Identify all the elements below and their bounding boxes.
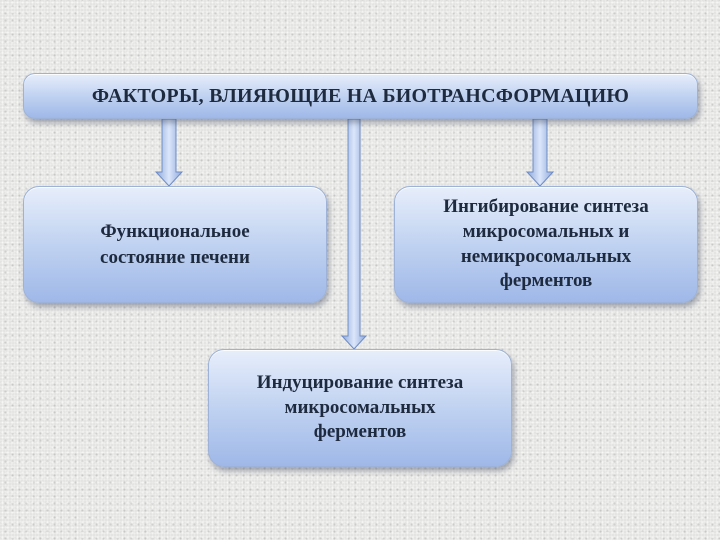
- node-induction-text: Индуцирование синтеза микросомальных фер…: [257, 371, 463, 445]
- node-line: Индуцирование синтеза: [256, 371, 464, 393]
- node-line: микросомальных и: [462, 220, 630, 242]
- node-liver-function-text: Функциональное состояние печени: [100, 219, 250, 270]
- node-line: Функциональное: [100, 220, 250, 242]
- diagram-title-box: ФАКТОРЫ, ВЛИЯЮЩИЕ НА БИОТРАНСФОРМАЦИЮ: [23, 73, 698, 119]
- node-induction: Индуцирование синтеза микросомальных фер…: [208, 349, 512, 467]
- node-line: состояние печени: [100, 246, 250, 268]
- node-line: ферментов: [499, 270, 593, 292]
- arrow-to-liver-function: [154, 118, 184, 187]
- node-line: Ингибирование синтеза: [443, 196, 649, 218]
- diagram-title: ФАКТОРЫ, ВЛИЯЮЩИЕ НА БИОТРАНСФОРМАЦИЮ: [91, 84, 630, 107]
- arrow-to-induction: [340, 118, 368, 350]
- node-liver-function: Функциональное состояние печени: [23, 186, 327, 303]
- arrow-to-inhibition: [525, 118, 555, 187]
- node-inhibition: Ингибирование синтеза микросомальных и н…: [394, 186, 698, 303]
- node-line: немикросомальных: [460, 245, 632, 267]
- node-line: ферментов: [313, 421, 407, 443]
- node-line: микросомальных: [284, 396, 436, 418]
- node-inhibition-text: Ингибирование синтеза микросомальных и н…: [443, 195, 648, 294]
